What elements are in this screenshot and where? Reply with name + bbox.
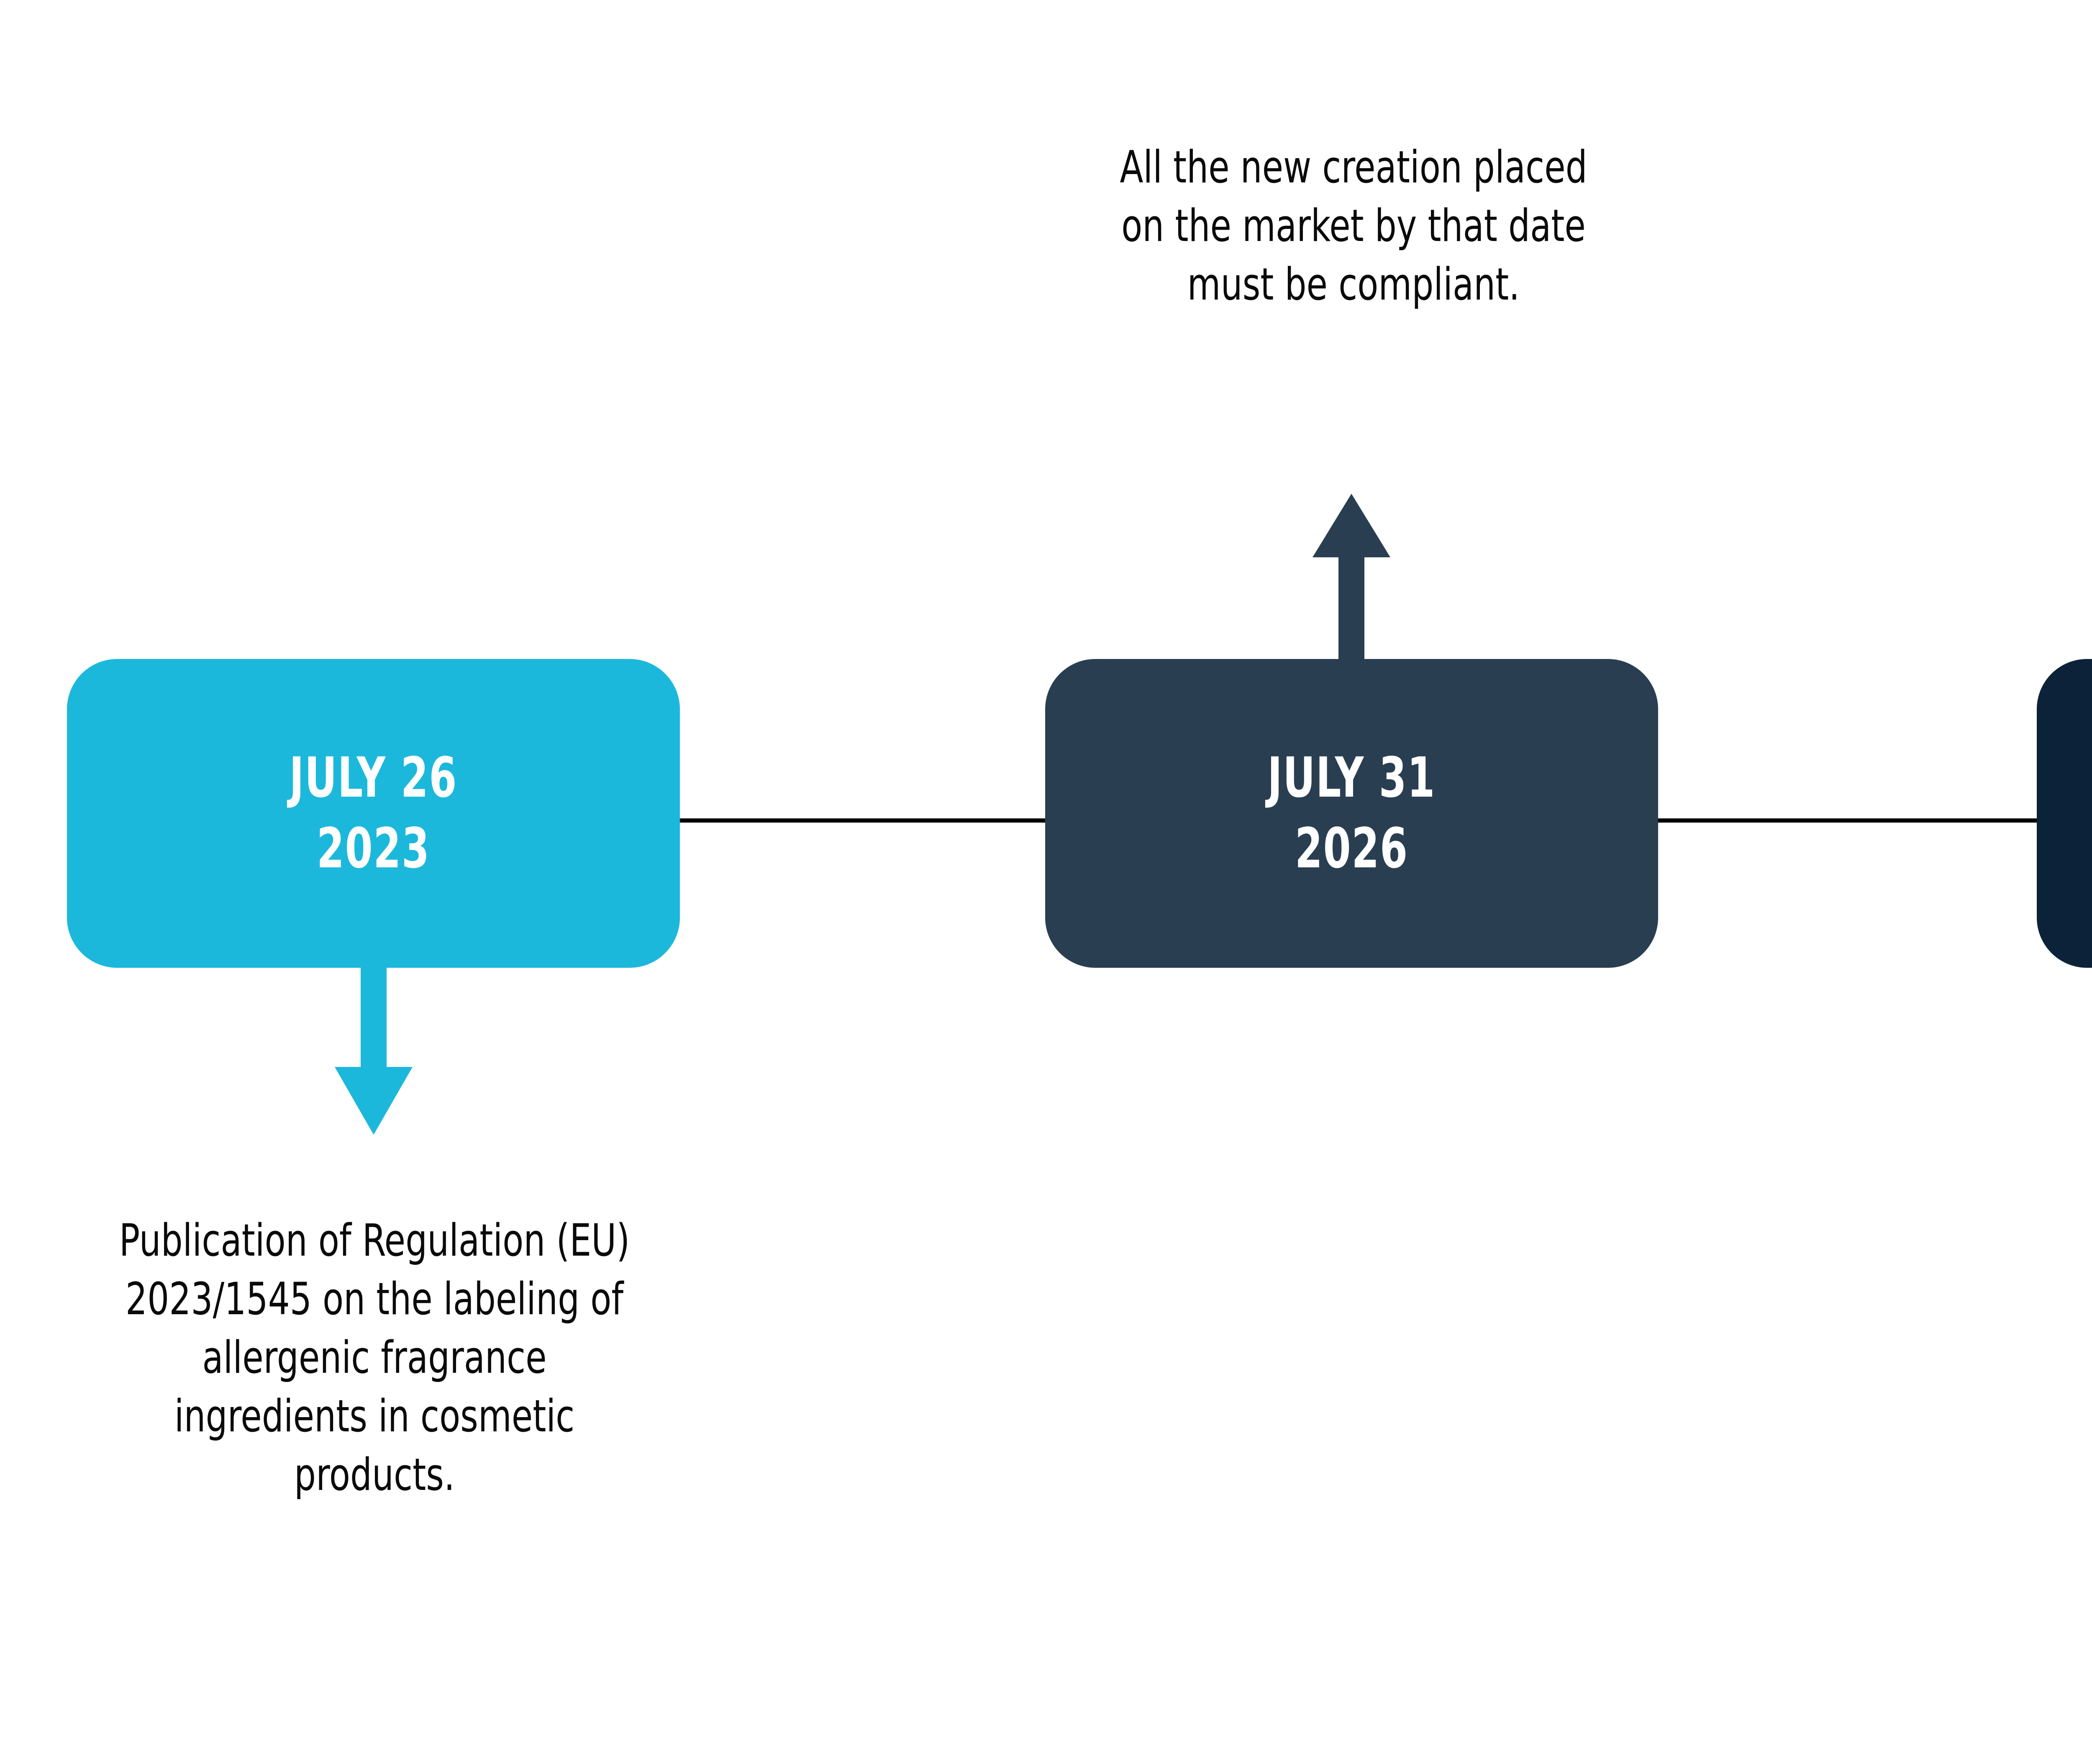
milestone-caption-2023: Publication of Regulation (EU) 2023/1545…	[119, 1215, 630, 1500]
milestone-date-month-day-2026: JULY 31	[1267, 746, 1436, 810]
milestone-date-year-2026: 2026	[1295, 816, 1408, 881]
connector-line-2026-to-2028	[1648, 818, 2046, 823]
milestone-date-month-day-2023: JULY 26	[289, 746, 458, 810]
connector-line-2023-to-2026	[669, 818, 1054, 823]
milestone-box-2023[interactable]: JULY 26 2023	[67, 659, 680, 968]
arrow-down-icon-2023	[335, 962, 413, 1135]
milestone-caption-2026: All the new creation placed on the marke…	[1120, 141, 1587, 310]
milestone-box-2028[interactable]: JULY 31 2028	[2037, 659, 2092, 968]
milestone-date-year-2023: 2023	[317, 816, 430, 881]
milestone-box-2026[interactable]: JULY 31 2026	[1045, 659, 1658, 968]
milestone-caption-2028: Withdrawal from the market of non-compli…	[2084, 1211, 2092, 1328]
arrow-up-icon-2026	[1313, 494, 1390, 661]
